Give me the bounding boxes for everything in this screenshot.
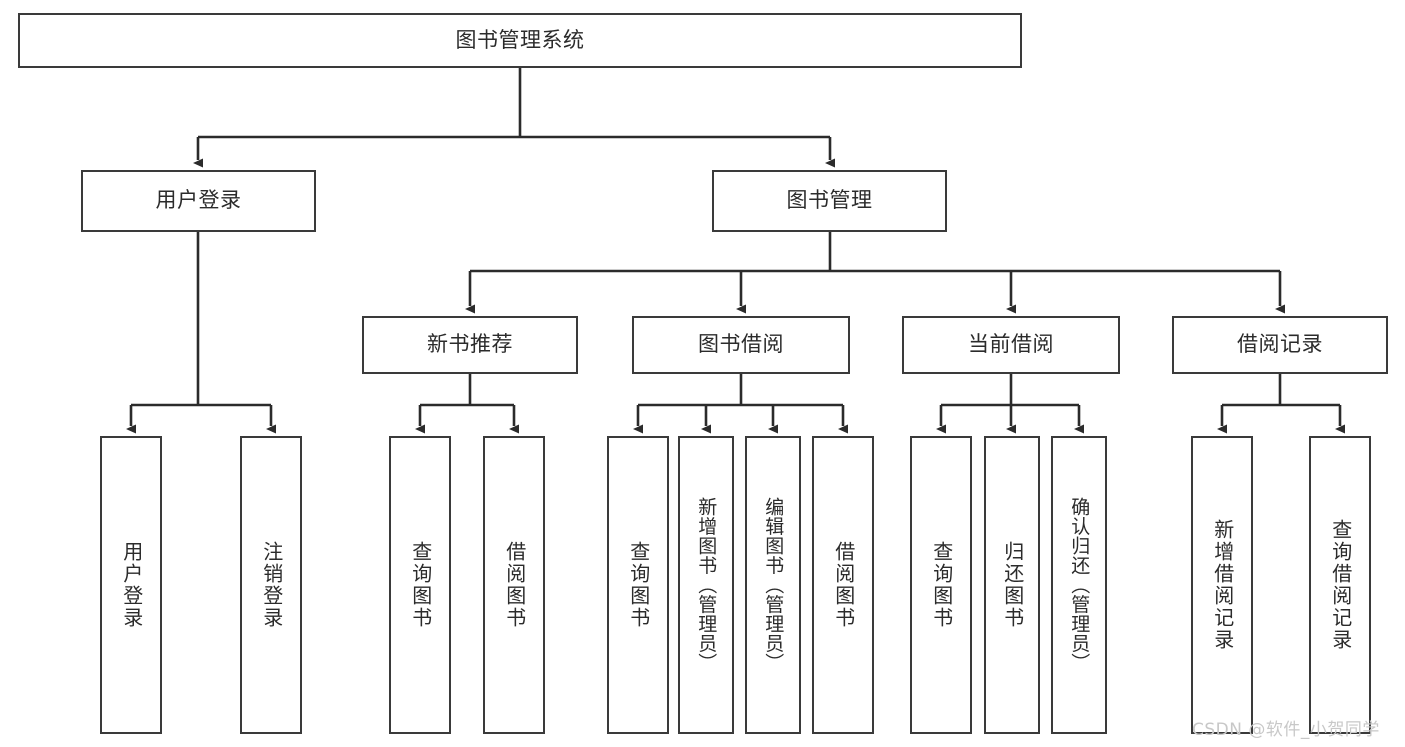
edges-book-borrow-to-leaves [633, 374, 848, 434]
node-label: 编辑图书（管理员） [762, 497, 785, 673]
node-label: 查询图书 [408, 541, 433, 629]
node-leaf-logout[interactable]: 注销登录 [240, 436, 302, 734]
node-leaf-query-book-current[interactable]: 查询图书 [910, 436, 972, 734]
node-label: 确认归还（管理员） [1068, 497, 1091, 673]
node-leaf-return-book[interactable]: 归还图书 [984, 436, 1040, 734]
node-new-book-recommend[interactable]: 新书推荐 [362, 316, 578, 374]
node-leaf-query-book-borrow[interactable]: 查询图书 [607, 436, 669, 734]
node-leaf-query-borrow-record[interactable]: 查询借阅记录 [1309, 436, 1371, 734]
node-leaf-confirm-return-admin[interactable]: 确认归还（管理员） [1051, 436, 1107, 734]
edges-root-to-level1 [193, 68, 835, 168]
node-borrow-record[interactable]: 借阅记录 [1172, 316, 1388, 374]
edges-new-book-to-leaves [415, 374, 519, 434]
node-leaf-edit-book-admin[interactable]: 编辑图书（管理员） [745, 436, 801, 734]
node-label: 借阅记录 [1237, 332, 1323, 357]
node-root-system[interactable]: 图书管理系统 [18, 13, 1022, 68]
node-label: 用户登录 [119, 541, 144, 629]
edges-borrow-record-to-leaves [1217, 374, 1345, 434]
node-label: 图书管理系统 [455, 27, 585, 52]
node-label: 借阅图书 [831, 541, 856, 629]
node-label: 当前借阅 [968, 332, 1054, 357]
node-leaf-add-book-admin[interactable]: 新增图书（管理员） [678, 436, 734, 734]
node-label: 新书推荐 [427, 332, 513, 357]
node-leaf-borrow-book-recommend[interactable]: 借阅图书 [483, 436, 545, 734]
node-label: 查询图书 [929, 541, 954, 629]
node-label: 查询借阅记录 [1328, 519, 1353, 651]
node-leaf-borrow-book[interactable]: 借阅图书 [812, 436, 874, 734]
edges-user-login-to-leaves [126, 232, 276, 434]
node-label: 查询图书 [626, 541, 651, 629]
node-label: 归还图书 [1000, 541, 1025, 629]
node-leaf-query-book-recommend[interactable]: 查询图书 [389, 436, 451, 734]
edges-book-mgmt-to-level2 [465, 232, 1285, 314]
node-label: 借阅图书 [502, 541, 527, 629]
node-label: 图书管理 [786, 188, 873, 213]
node-label: 新增图书（管理员） [695, 497, 718, 673]
edges-current-borrow-to-leaves [936, 374, 1084, 434]
node-user-login[interactable]: 用户登录 [81, 170, 316, 232]
node-label: 注销登录 [259, 541, 284, 629]
node-label: 图书借阅 [698, 332, 784, 357]
node-label: 用户登录 [155, 188, 242, 213]
node-book-borrow[interactable]: 图书借阅 [632, 316, 850, 374]
node-label: 新增借阅记录 [1210, 519, 1235, 651]
node-leaf-add-borrow-record[interactable]: 新增借阅记录 [1191, 436, 1253, 734]
node-leaf-user-login[interactable]: 用户登录 [100, 436, 162, 734]
node-current-borrow[interactable]: 当前借阅 [902, 316, 1120, 374]
node-book-management[interactable]: 图书管理 [712, 170, 947, 232]
csdn-watermark: CSDN @软件_小贺同学 [1192, 720, 1380, 740]
